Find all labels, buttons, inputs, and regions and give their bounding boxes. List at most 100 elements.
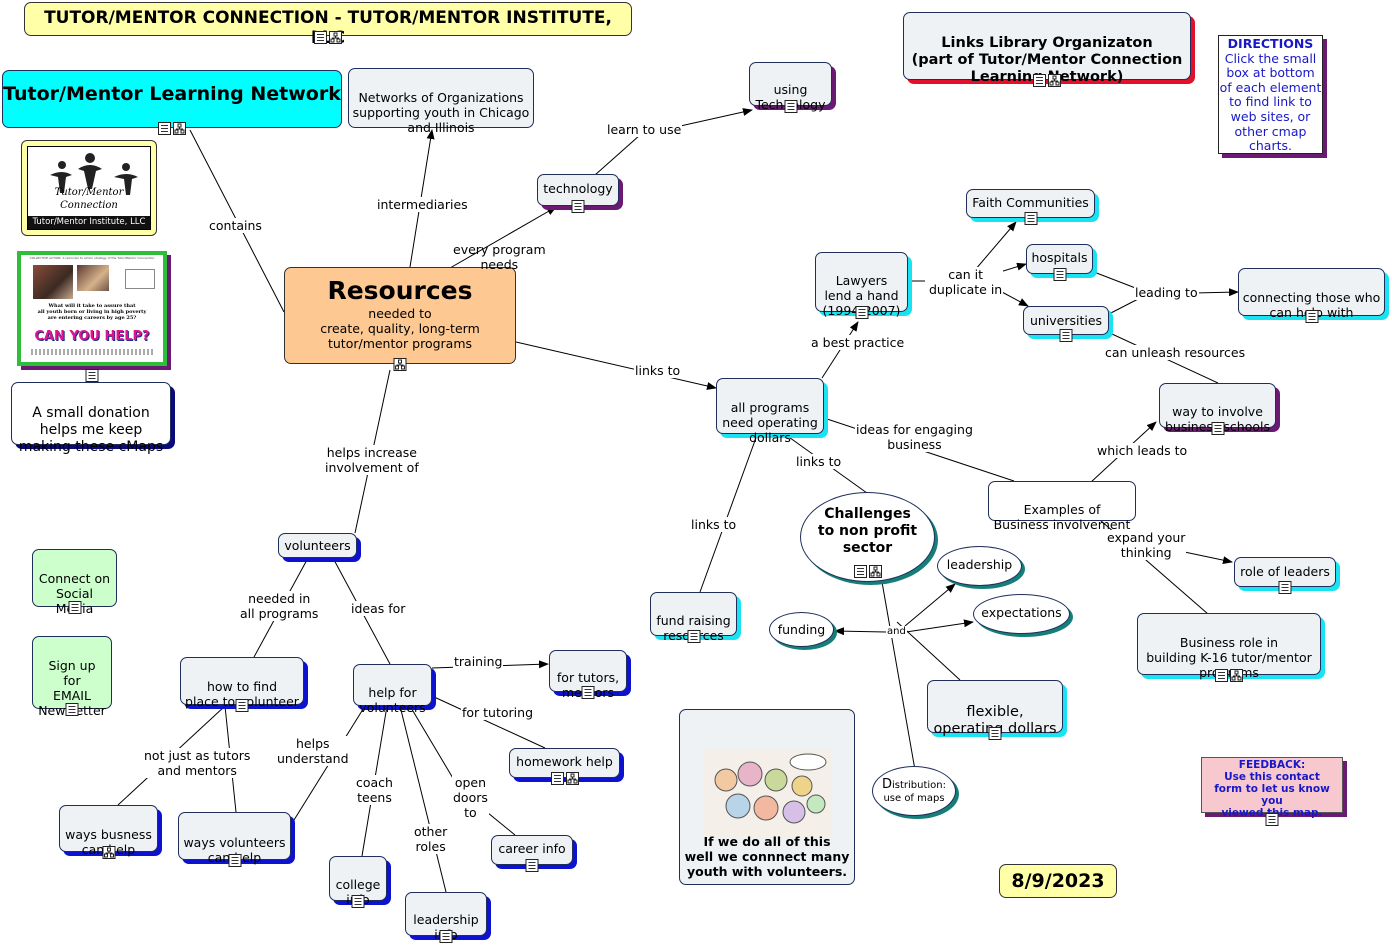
directions-box: DIRECTIONS Click the small box at bottom… [1218,35,1323,154]
cmap-link-icon[interactable] [1048,74,1061,87]
document-icon[interactable] [525,859,539,872]
map-title[interactable]: TUTOR/MENTOR CONNECTION - TUTOR/MENTOR I… [24,2,632,48]
business-role-label: Business role in building K-16 tutor/men… [1146,635,1312,680]
label-helps-understand: helps understand [276,736,350,766]
document-icon[interactable] [1305,310,1318,323]
universities-icons [1059,329,1073,342]
cmap-link-icon[interactable] [173,122,186,135]
cmap-link-icon[interactable] [329,31,342,44]
document-icon[interactable] [571,200,585,213]
leadership-info-node[interactable]: leadership info [405,892,487,943]
learning-network-node[interactable]: Tutor/Mentor Learning Network [2,70,342,135]
links-library-node[interactable]: Links Library Organizaton (part of Tutor… [903,12,1191,87]
document-icon[interactable] [158,122,171,135]
homework-help-node[interactable]: homework help [509,748,620,785]
document-icon[interactable] [1278,581,1292,594]
date-badge: 8/9/2023 [999,864,1117,898]
date-text: 8/9/2023 [1011,870,1105,892]
document-icon[interactable] [65,703,79,716]
poster-header: COLLECTIVE ACTION: A reminder to action … [29,256,155,260]
how-to-find-node[interactable]: how to find place to volunteer [180,657,304,712]
sign-up-newsletter-node[interactable]: Sign up for EMAIL Newsletter [32,636,112,718]
document-icon[interactable] [550,772,564,785]
distribution-node[interactable]: Distribution: use of maps [872,766,956,816]
cmap-link-icon[interactable] [565,772,579,785]
document-icon[interactable] [85,369,99,382]
ways-business-node[interactable]: ways busness can help [59,805,158,859]
faith-label: Faith Communities [972,195,1089,210]
all-programs-node[interactable]: all programs need operating dollars [716,378,824,445]
document-icon[interactable] [439,930,453,943]
cmap-link-icon[interactable] [1230,669,1243,682]
document-icon[interactable] [235,699,249,712]
document-icon[interactable] [1053,268,1066,281]
if-we-do-node[interactable]: If we do all of this well we connnect ma… [679,709,855,885]
document-icon[interactable] [1211,422,1224,435]
using-technology-node[interactable]: using Technology [749,62,832,113]
career-info-node[interactable]: career info [491,835,573,872]
universities-node[interactable]: universities [1023,306,1109,342]
document-icon[interactable] [351,895,365,908]
business-role-icons [1215,669,1243,682]
tutor-mentor-logo[interactable]: Tutor/Mentor Connection Tutor/Mentor Ins… [21,140,157,236]
document-icon[interactable] [1059,329,1073,342]
funding-node[interactable]: funding [769,612,834,647]
funding-label: funding [777,622,826,637]
challenges-node[interactable]: Challenges to non profit sector [800,492,935,582]
fund-raising-node[interactable]: fund raising resources [650,592,737,643]
hospitals-label: hospitals [1031,250,1088,265]
way-to-involve-node[interactable]: way to involve business schools [1159,383,1276,435]
feedback-heading: FEEDBACK: [1238,759,1306,771]
ways-volunteers-node[interactable]: ways volunteers can help [178,812,291,867]
flexible-label: flexible, operating dollars [933,704,1057,737]
role-of-leaders-node[interactable]: role of leaders [1234,557,1336,594]
document-icon[interactable] [1215,669,1228,682]
expectations-node[interactable]: expectations [973,594,1070,634]
directions-heading: DIRECTIONS [1227,36,1314,51]
document-icon[interactable] [68,601,81,614]
document-icon[interactable] [687,630,700,643]
for-tutors-node[interactable]: for tutors, mentors [549,650,627,700]
resources-node[interactable]: Resources needed to create, quality, lon… [284,267,516,371]
document-icon[interactable] [581,686,595,699]
technology-node[interactable]: technology [537,174,619,213]
cmap-link-icon[interactable] [393,358,407,371]
document-icon[interactable] [988,727,1002,740]
volunteers-node[interactable]: volunteers [278,533,357,558]
label-which-leads: which leads to [1096,443,1189,458]
document-icon[interactable] [1265,813,1279,826]
leadership-node[interactable]: leadership [937,546,1022,586]
document-icon[interactable] [314,31,327,44]
document-icon[interactable] [855,306,868,319]
for-tutors-label: for tutors, mentors [556,670,620,700]
role-leaders-icons [1278,581,1292,594]
link-univ-leading [1106,296,1143,316]
label-best-practice: a best practice [810,335,906,350]
document-icon[interactable] [228,854,241,867]
help-for-volunteers-node[interactable]: help for volunteers [353,664,432,715]
title-icons [314,31,342,44]
label-ideas-for: ideas for [350,601,407,616]
donation-node[interactable]: A small donation helps me keep making th… [11,382,171,455]
cmap-link-icon[interactable] [868,565,882,578]
networks-node[interactable]: Networks of Organizations supporting you… [348,68,534,135]
examples-business-node[interactable]: Examples of Business involvement [988,481,1136,532]
faith-communities-node[interactable]: Faith Communities [966,189,1095,225]
can-you-help-poster[interactable]: COLLECTIVE ACTION: A reminder to action … [17,251,167,382]
hospitals-node[interactable]: hospitals [1026,244,1093,281]
cmap-link-icon[interactable] [102,846,115,859]
document-icon[interactable] [1033,74,1046,87]
flexible-dollars-node[interactable]: flexible, operating dollars [927,680,1063,740]
feedback-box[interactable]: FEEDBACK: Use this contact form to let u… [1201,757,1343,826]
how-to-find-icons [235,699,249,712]
document-icon[interactable] [1024,212,1037,225]
college-info-node[interactable]: college info [329,856,387,908]
connect-social-node[interactable]: Connect on Social Media [32,549,117,616]
document-icon[interactable] [853,565,867,578]
lawyers-node[interactable]: Lawyers lend a hand (1994-2007) [815,252,908,319]
connecting-node[interactable]: connecting those who can help with [1238,268,1385,323]
business-role-node[interactable]: Business role in building K-16 tutor/men… [1137,613,1321,682]
faith-icons [1024,212,1037,225]
document-icon[interactable] [784,100,797,113]
